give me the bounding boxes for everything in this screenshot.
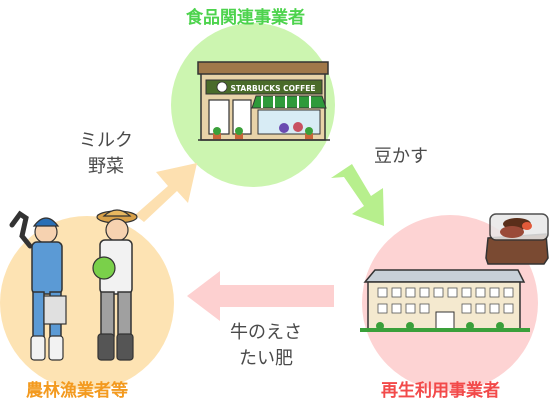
- arrow-food-to-recycle: [331, 164, 384, 226]
- store-sign-text: STARBUCKS COFFEE: [230, 84, 315, 93]
- farm-to-food-label: ミルク 野菜: [72, 128, 140, 180]
- farm-to-food-label-line2: 野菜: [88, 156, 124, 178]
- food-to-recycle-label: 豆かす: [366, 144, 436, 170]
- coffee-grounds-jar-illustration: [485, 213, 549, 265]
- arrow-recycle-to-farm: [187, 271, 334, 321]
- recycle-to-farm-label: 牛のえさ たい肥: [221, 320, 311, 372]
- starbucks-store-illustration: STARBUCKS COFFEE: [197, 61, 330, 141]
- farm-title: 農林漁業者等: [26, 381, 128, 401]
- food-to-recycle-label-line1: 豆かす: [374, 146, 428, 167]
- recycle-to-farm-label-line1: 牛のえさ: [230, 322, 302, 343]
- recycling-factory-illustration: [360, 269, 530, 332]
- recycle-to-farm-label-line2: たい肥: [239, 348, 293, 370]
- recycle-business-title: 再生利用事業者: [381, 381, 500, 401]
- food-business-title: 食品関連事業者: [186, 8, 305, 28]
- farmers-illustration: [9, 209, 138, 361]
- arrow-farm-to-food: [135, 163, 197, 222]
- farm-to-food-label-line1: ミルク: [79, 130, 133, 151]
